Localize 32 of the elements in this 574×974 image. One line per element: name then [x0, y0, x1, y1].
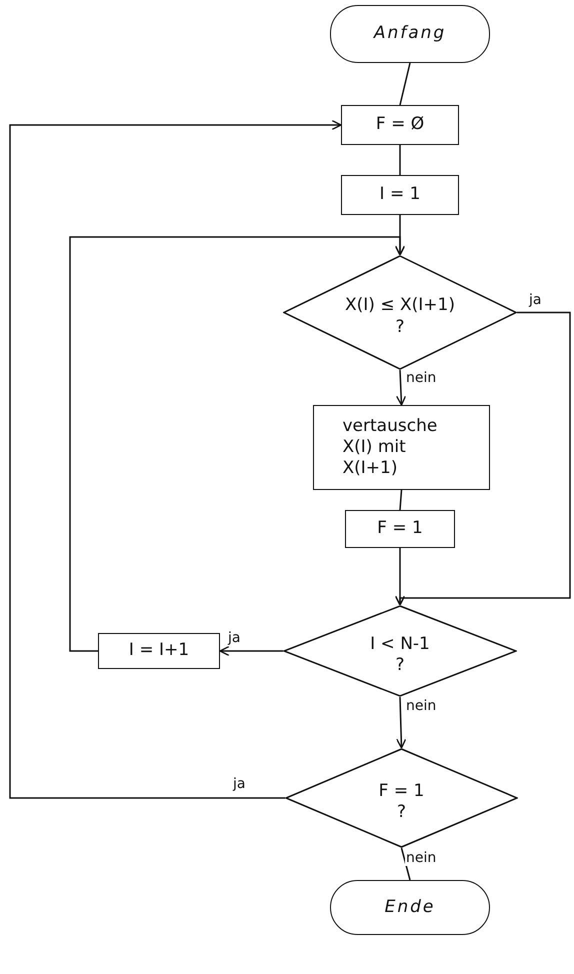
process-box: [313, 405, 490, 490]
node-label: F = Ø: [376, 114, 424, 136]
decision-diamond: [285, 748, 518, 848]
arrow: [69, 236, 406, 652]
edge-label: nein: [405, 851, 438, 866]
node-label: I = 1: [380, 184, 420, 206]
process-box: [341, 175, 459, 215]
node-label: vertausche X(I) mit X(I+1): [342, 416, 438, 480]
process-box: [345, 510, 455, 548]
node-label: Anfang: [374, 23, 446, 45]
arrow: [396, 370, 406, 406]
node-label: Ende: [384, 896, 436, 918]
edge-label: ja: [232, 777, 246, 792]
edge-label: ja: [528, 293, 542, 308]
arrow: [219, 646, 283, 656]
node-label: F = 1: [377, 518, 423, 540]
question-mark: ?: [395, 316, 405, 338]
terminal-box: [330, 5, 490, 63]
arrow: [394, 548, 406, 606]
question-mark: ?: [396, 802, 406, 824]
arrow: [9, 120, 342, 799]
node-label: X(I) ≤ X(I+1): [345, 295, 455, 316]
decision-diamond: [283, 605, 517, 697]
node-label: F = 1: [378, 780, 424, 802]
process-box: [98, 633, 220, 669]
process-box: [341, 105, 459, 145]
edge-label: ja: [227, 631, 242, 646]
node-label: I = I+1: [128, 640, 190, 662]
arrow: [396, 696, 406, 749]
node-label: I < N-1: [370, 634, 430, 655]
decision-diamond: [283, 255, 517, 370]
question-mark: ?: [395, 655, 405, 676]
